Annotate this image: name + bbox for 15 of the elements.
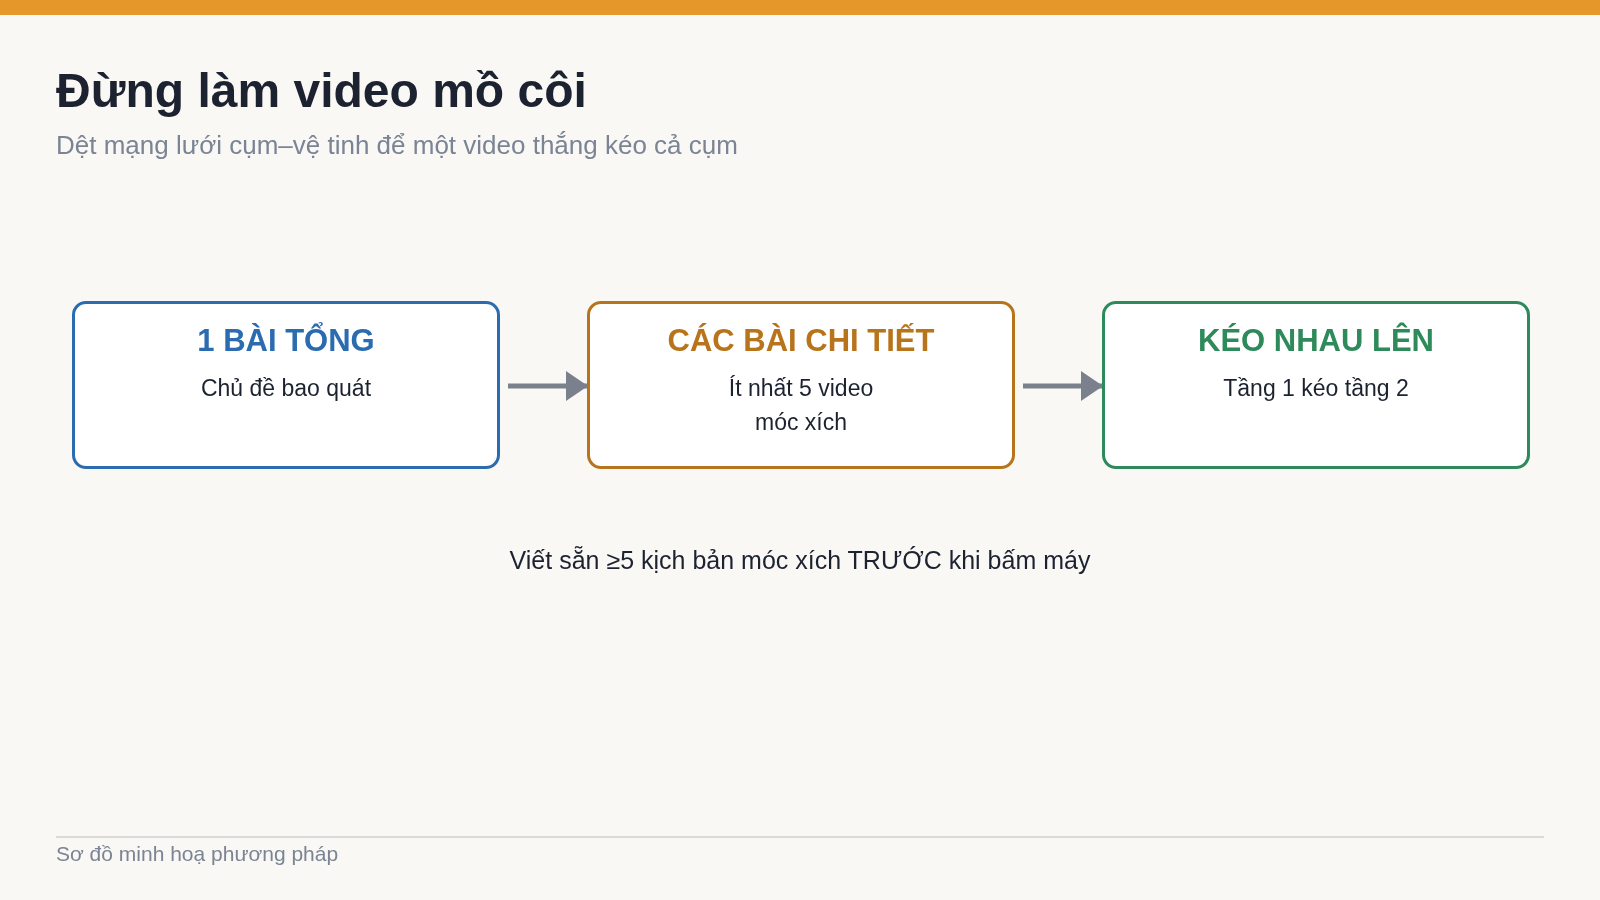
note-text: Viết sẵn ≥5 kịch bản móc xích TRƯỚC khi bấm máy [509, 545, 1091, 575]
process-box [1102, 301, 1530, 469]
subtitle: Dệt mạng lưới cụm–vệ tinh để một video thắng kéo cả cụm [56, 130, 738, 162]
box-heading: KÉO NHAU LÊN [1198, 322, 1434, 360]
box-text: Chủ đề bao quát [200, 373, 372, 403]
process-box [72, 301, 500, 469]
process-box [587, 301, 1015, 469]
box-text: Ít nhất 5 video móc xích [727, 373, 875, 437]
box-text: Tầng 1 kéo tầng 2 [1223, 373, 1409, 403]
arrow [1023, 371, 1103, 401]
title: Đừng làm video mồ côi [56, 63, 587, 119]
arrow [508, 371, 588, 401]
box-heading: CÁC BÀI CHI TIẾT [667, 322, 935, 360]
box-heading: 1 BÀI TỔNG [197, 322, 375, 360]
footer-text: Sơ đồ minh hoạ phương pháp [56, 841, 339, 867]
